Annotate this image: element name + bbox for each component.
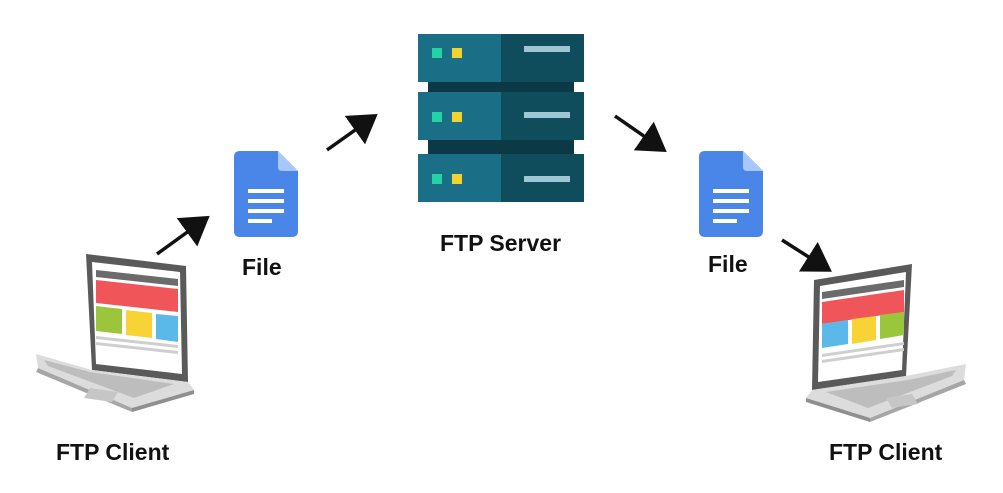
node-label-file-left: File — [242, 254, 282, 280]
node-label-client-right: FTP Client — [829, 439, 943, 465]
document-icon — [699, 151, 763, 237]
node-label-file-right: File — [708, 251, 748, 277]
node-label-server: FTP Server — [440, 230, 562, 256]
laptop-icon — [36, 254, 194, 412]
node-label-client-left: FTP Client — [56, 439, 170, 465]
server-rack-icon — [418, 34, 584, 202]
document-icon — [234, 151, 298, 237]
laptop-icon — [806, 264, 966, 422]
